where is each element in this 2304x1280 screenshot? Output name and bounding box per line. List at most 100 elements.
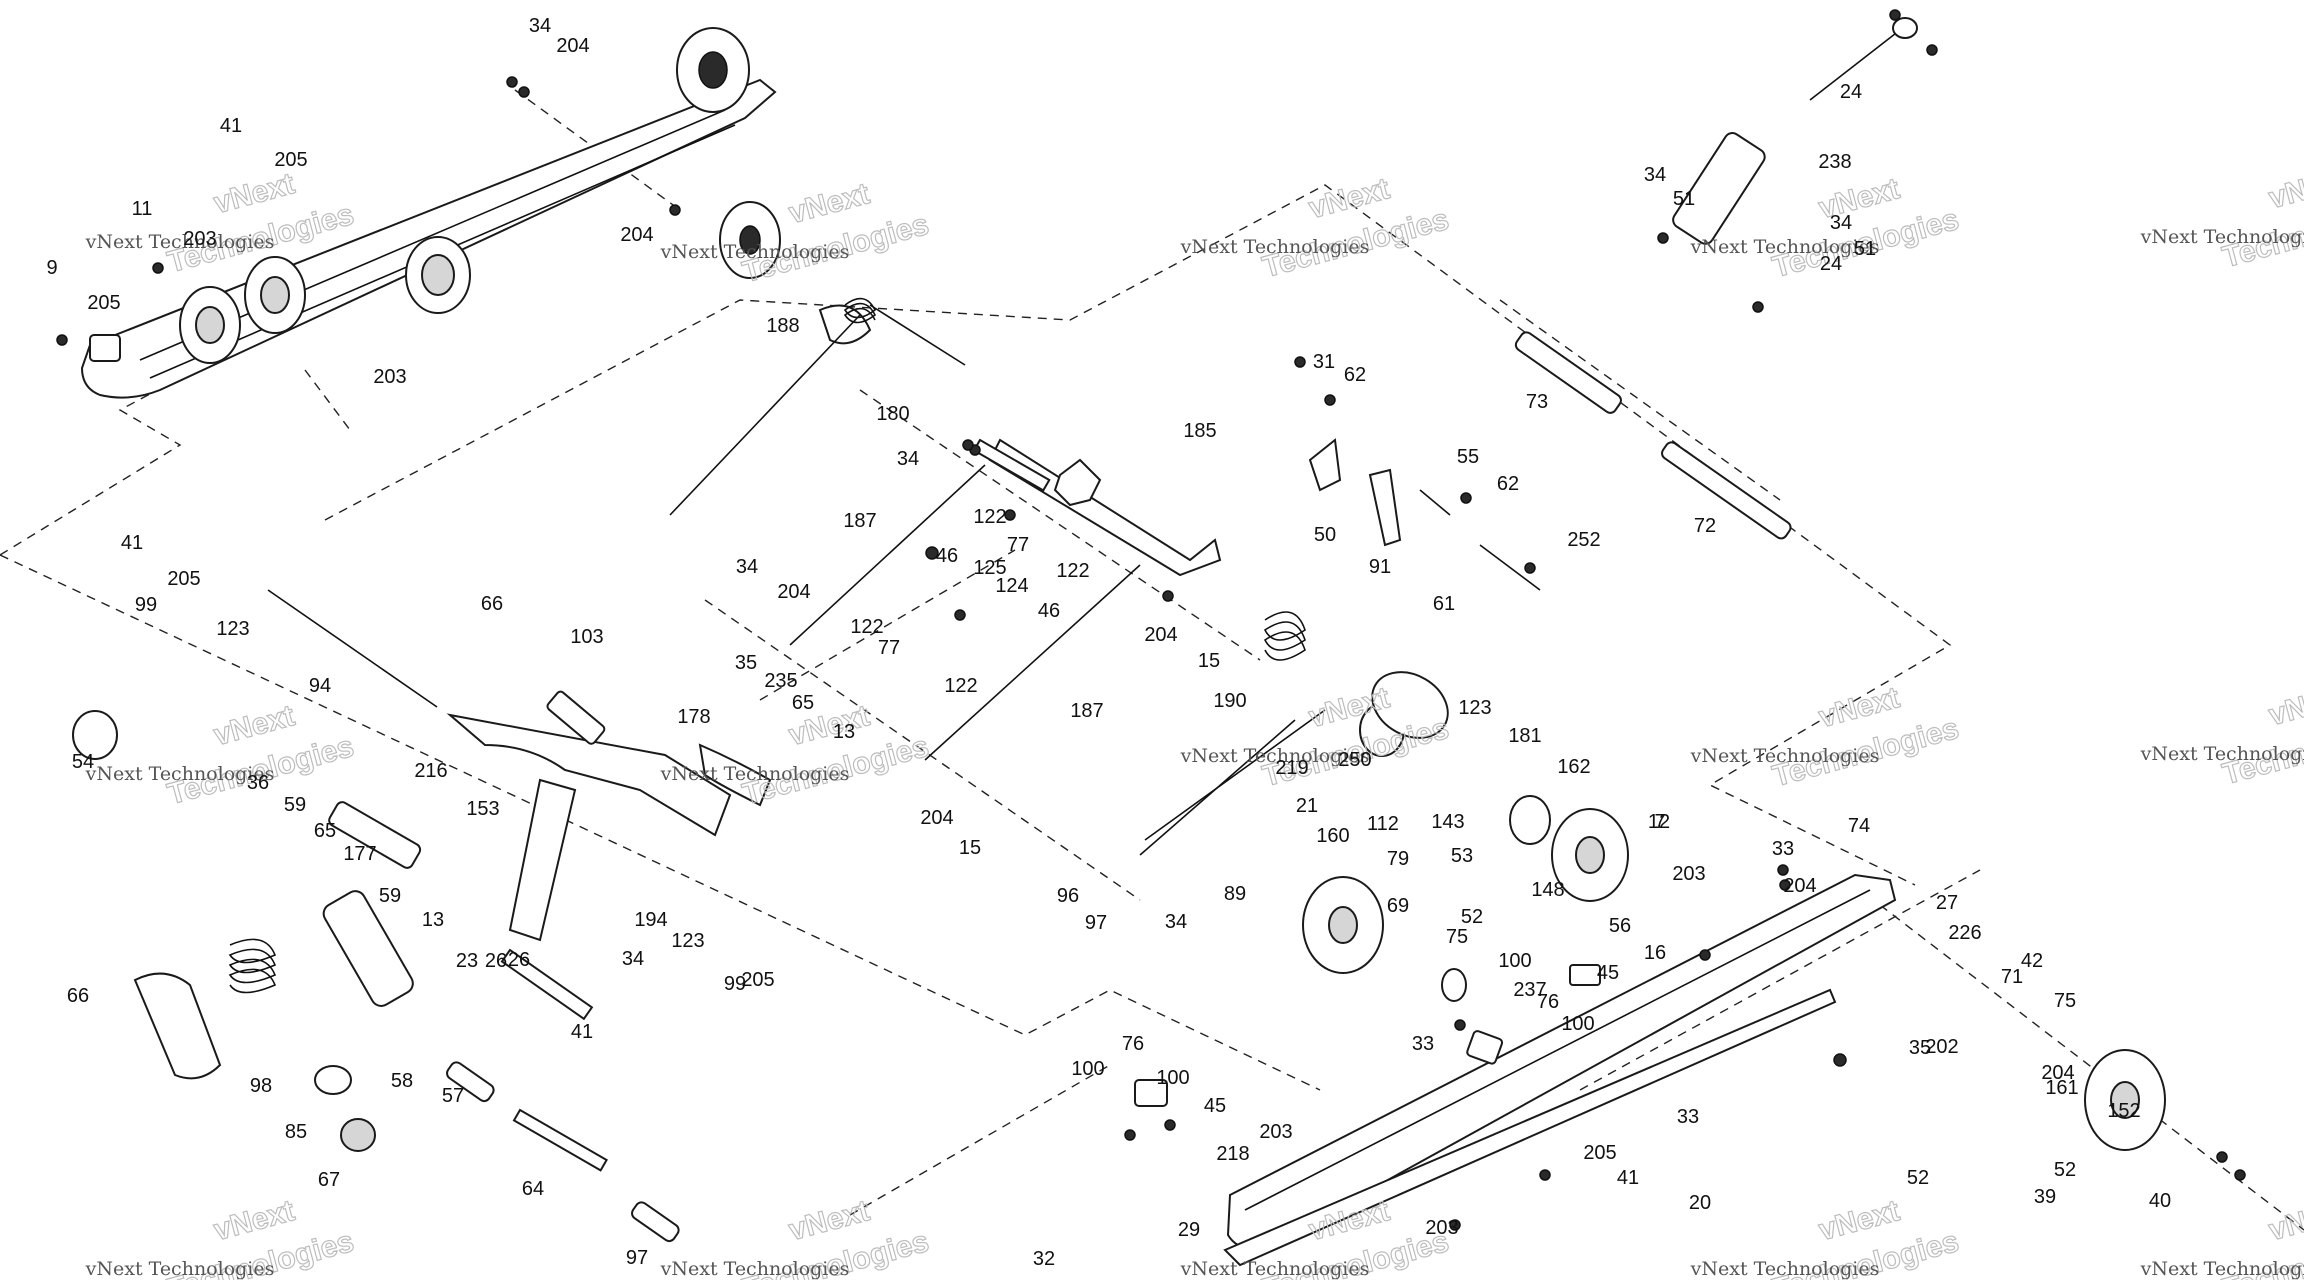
- callout-number: 58: [391, 1070, 413, 1092]
- watermark-text: vNext Technologies: [1690, 236, 1880, 258]
- callout-number: 204: [920, 807, 953, 829]
- callout-number: 40: [2149, 1190, 2171, 1212]
- callout-number: 34: [1165, 911, 1187, 933]
- callout-number: 122: [973, 506, 1006, 528]
- callout-number: 61: [1433, 593, 1455, 615]
- callout-number: 52: [2054, 1159, 2076, 1181]
- watermark-big-prefix: vNext: [785, 1194, 872, 1247]
- callout-number: 187: [843, 510, 876, 532]
- front-arm-assembly: [669, 201, 1326, 841]
- callout-number: 62: [1497, 473, 1519, 495]
- callout-number: 204: [1783, 875, 1816, 897]
- watermark-big-prefix: vNext: [2265, 1194, 2304, 1247]
- callout-number: 178: [677, 706, 710, 728]
- callout-number: 24: [1840, 81, 1862, 103]
- callout-number: 32: [1033, 1248, 1055, 1270]
- callout-number: 76: [1122, 1033, 1144, 1055]
- callout-number: 162: [1557, 756, 1590, 778]
- callout-number: 13: [422, 909, 444, 931]
- callout-number: 34: [736, 556, 758, 578]
- callout-number: 100: [1071, 1058, 1104, 1080]
- callout-number: 15: [959, 837, 981, 859]
- callout-number: 33: [1412, 1033, 1434, 1055]
- callout-number: 203: [373, 366, 406, 388]
- callout-number: 252: [1567, 529, 1600, 551]
- callout-number: 205: [274, 149, 307, 171]
- callout-number: 73: [1526, 391, 1548, 413]
- callout-number: 13: [833, 721, 855, 743]
- callout-number: 39: [2034, 1186, 2056, 1208]
- watermark-text: vNext Technologies: [1180, 236, 1370, 258]
- hardware-dots: [56, 9, 2246, 1231]
- callout-number: 24: [1820, 253, 1842, 275]
- callout-number: 203: [183, 228, 216, 250]
- watermark-big-prefix: vNext: [2265, 679, 2304, 732]
- callout-number: 99: [724, 973, 746, 995]
- callout-number: 94: [309, 675, 331, 697]
- callout-number: 205: [1583, 1142, 1616, 1164]
- callout-number: 50: [1314, 524, 1336, 546]
- callout-number: 123: [216, 618, 249, 640]
- callout-number: 100: [1561, 1013, 1594, 1035]
- callout-number: 21: [1296, 795, 1318, 817]
- callout-number: 185: [1183, 420, 1216, 442]
- callout-number: 66: [481, 593, 503, 615]
- callout-number: 41: [1617, 1167, 1639, 1189]
- callout-number: 62: [1344, 364, 1366, 386]
- callout-number: 75: [1446, 926, 1468, 948]
- callout-number: 181: [1508, 725, 1541, 747]
- callout-number: 190: [1213, 690, 1246, 712]
- callout-number: 34: [1830, 212, 1852, 234]
- callout-number: 204: [777, 581, 810, 603]
- callout-number: 202: [1925, 1036, 1958, 1058]
- callout-number: 23: [456, 950, 478, 972]
- callout-number: 26: [508, 949, 530, 971]
- callout-number: 42: [2021, 950, 2043, 972]
- callout-number: 52: [1461, 906, 1483, 928]
- callout-number: 54: [72, 751, 94, 773]
- callout-number: 45: [1597, 962, 1619, 984]
- watermark-text: vNext Technologies: [2140, 226, 2304, 248]
- callout-number: 77: [1007, 534, 1029, 556]
- watermark-text: vNext Technologies: [660, 1258, 850, 1280]
- callout-number: 204: [2041, 1062, 2074, 1084]
- callout-number: 51: [1854, 238, 1876, 260]
- callout-number: 89: [1224, 883, 1246, 905]
- watermark-text: vNext Technologies: [660, 241, 850, 263]
- callout-number: 205: [741, 969, 774, 991]
- callout-number: 143: [1431, 811, 1464, 833]
- callout-number: 205: [167, 568, 200, 590]
- front-lower-arm: [267, 589, 772, 942]
- callout-number: 180: [876, 403, 909, 425]
- callout-number: 203: [1672, 863, 1705, 885]
- watermark-big-prefix: vNext: [1815, 172, 1902, 225]
- callout-number: 125: [973, 557, 1006, 579]
- callout-number: 59: [379, 885, 401, 907]
- callout-number: 29: [1178, 1219, 1200, 1241]
- callout-number: 65: [314, 820, 336, 842]
- callout-number: 55: [1457, 446, 1479, 468]
- callout-number: 52: [1907, 1167, 1929, 1189]
- idler-wheels: [1302, 671, 2166, 1151]
- callout-number: 41: [571, 1021, 593, 1043]
- callout-number: 96: [1057, 885, 1079, 907]
- watermark-text: vNext Technologies: [1180, 745, 1370, 767]
- callout-number: 160: [1316, 825, 1349, 847]
- callout-number: 187: [1070, 700, 1103, 722]
- callout-number: 204: [620, 224, 653, 246]
- callout-number: 237: [1513, 979, 1546, 1001]
- watermark-text: vNext Technologies: [85, 763, 275, 785]
- callout-number: 123: [1458, 697, 1491, 719]
- rear-rail-assembly: [80, 27, 777, 399]
- watermark-big-prefix: vNext: [785, 177, 872, 230]
- callout-number: 77: [878, 637, 900, 659]
- callout-number: 204: [1144, 624, 1177, 646]
- callout-number: 34: [897, 448, 919, 470]
- watermark-text: vNext Technologies: [2140, 743, 2304, 765]
- upper-right-components: [1308, 17, 1918, 591]
- callout-number: 219: [1275, 757, 1308, 779]
- callout-number: 177: [343, 843, 376, 865]
- callout-number: 53: [1451, 845, 1473, 867]
